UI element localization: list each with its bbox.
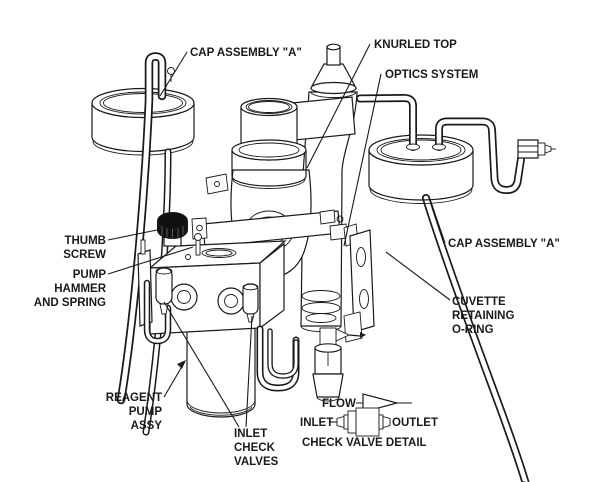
- reagent-pump-cylinder: [186, 307, 256, 418]
- label-flow: FLOW: [322, 398, 356, 410]
- left-cap-strap-tube: [116, 52, 175, 405]
- pump-hammer-pin: [194, 233, 202, 256]
- cuvette-ring: [305, 313, 337, 323]
- plate-slot: [356, 247, 366, 267]
- label-cap-assembly-right: CAP ASSEMBLY "A": [448, 238, 560, 250]
- label-reagent-pump-3: ASSY: [131, 420, 163, 432]
- leader-optics-system: [343, 73, 382, 247]
- check-valve-detail: [330, 393, 412, 437]
- label-thumb-screw-2: SCREW: [63, 249, 106, 261]
- outlet-plumbing: [256, 325, 366, 402]
- leader-arrowhead: [177, 360, 186, 369]
- label-knurled-top: KNURLED TOP: [374, 39, 457, 51]
- leader-cap-assembly-left: [159, 51, 188, 97]
- knurled-top-part: [309, 43, 358, 98]
- cuvette-ring: [301, 290, 341, 302]
- label-pump-hammer-3: AND SPRING: [34, 297, 106, 309]
- right-cap-tubing: [356, 94, 556, 194]
- left-cap-assembly: [91, 87, 195, 156]
- label-inlet: INLET: [300, 417, 333, 429]
- right-cap-assembly: [368, 134, 474, 204]
- hex-fitting: [517, 139, 556, 159]
- leader-knurled-top: [306, 43, 371, 169]
- label-cap-assembly-left: CAP ASSEMBLY "A": [190, 47, 302, 59]
- left-u-tube: [143, 279, 172, 345]
- label-reagent-pump-2: PUMP: [129, 406, 163, 418]
- pump-block: [148, 233, 287, 335]
- drain-fitting: [312, 327, 344, 402]
- strap-bolt: [167, 67, 175, 75]
- label-reagent-pump-1: REAGENT: [106, 392, 162, 404]
- center-assembly: [191, 43, 358, 332]
- leader-inlet-valve-left: [163, 301, 240, 428]
- block-bore: [217, 287, 245, 315]
- label-pump-hammer-2: HAMMER: [54, 283, 106, 295]
- knurled-ring: [231, 139, 307, 189]
- label-cuvette-3: O-RING: [452, 324, 494, 336]
- label-cuvette-2: RETAINING: [452, 310, 514, 322]
- callout-labels: CAP ASSEMBLY "A" KNURLED TOP OPTICS SYST…: [34, 39, 560, 468]
- check-valve-symbol: [330, 407, 391, 437]
- label-thumb-screw-1: THUMB: [64, 235, 106, 247]
- inlet-check-valve-left: [155, 267, 173, 315]
- leader-reagent-pump: [163, 362, 185, 398]
- right-cap-rim: [369, 188, 473, 204]
- block-right-face: [259, 242, 285, 330]
- optics-left-tab: [205, 173, 229, 195]
- leader-pump-hammer: [107, 246, 194, 275]
- label-check-valve-detail: CHECK VALVE DETAIL: [302, 437, 427, 449]
- leader-lines: [107, 43, 451, 428]
- leader-cuvette-oring: [385, 251, 451, 301]
- block-bore: [170, 283, 198, 311]
- leader-inlet-valve-right: [245, 315, 253, 428]
- label-inlet-check-1: INLET: [234, 428, 267, 440]
- retaining-bracket: [191, 209, 348, 248]
- inlet-check-valve-right: [242, 283, 259, 323]
- flow-arrow-icon: [356, 393, 412, 413]
- label-inlet-check-2: CHECK: [234, 442, 276, 454]
- label-cuvette-1: CUVETTE: [452, 296, 506, 308]
- mounting-plate: [343, 223, 375, 343]
- cap-port: [432, 143, 446, 151]
- label-optics-system: OPTICS SYSTEM: [385, 69, 478, 81]
- label-pump-hammer-1: PUMP: [73, 269, 107, 281]
- label-outlet: OUTLET: [392, 417, 438, 429]
- leader-thumb-screw: [107, 229, 158, 241]
- thumb-screw: [157, 212, 188, 247]
- label-inlet-check-3: VALVES: [234, 456, 279, 468]
- optics-cylinder: [240, 97, 298, 152]
- cap-port: [406, 143, 420, 151]
- plate-slot: [359, 289, 369, 309]
- leader-cap-assembly-right: [429, 198, 446, 244]
